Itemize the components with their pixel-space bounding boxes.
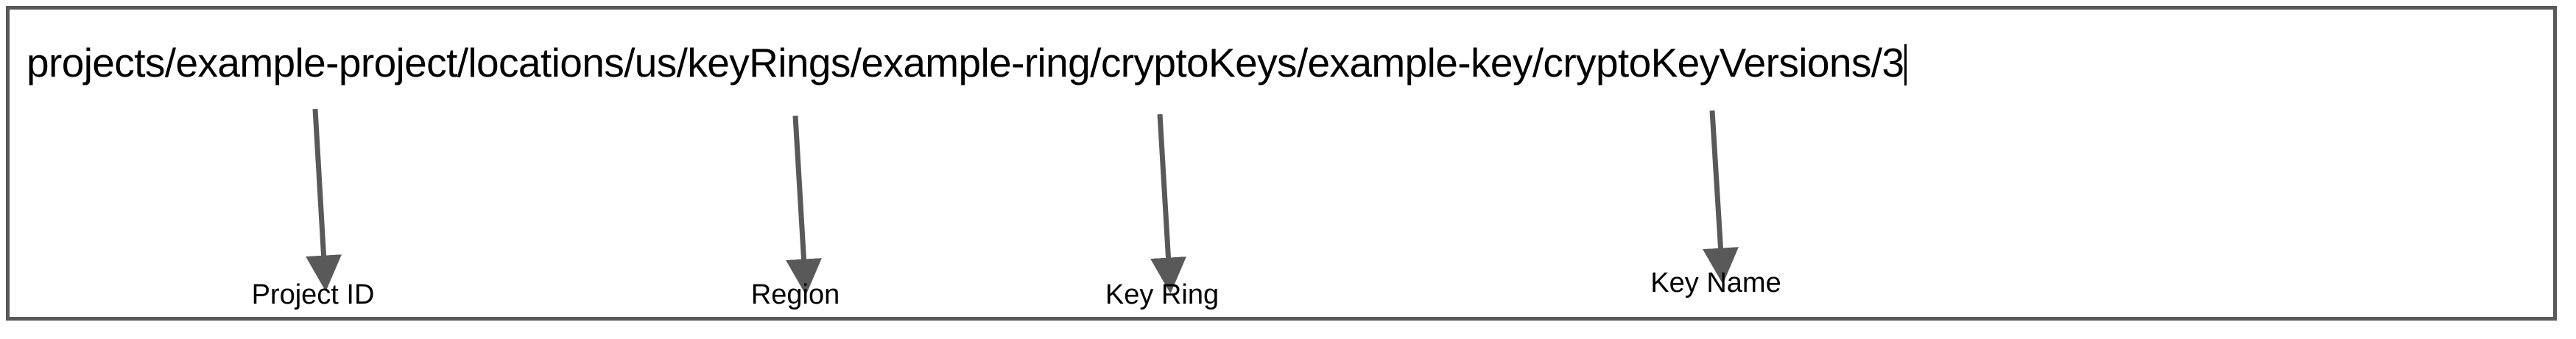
annotation-label-project-id: Project ID <box>251 279 375 310</box>
annotation-label-key-ring: Key Ring <box>1105 279 1220 310</box>
annotation-label-key-name: Key Name <box>1650 268 1781 298</box>
resource-path-text: projects/example-project/locations/us/ke… <box>27 40 1904 85</box>
text-cursor-caret <box>1904 44 1907 85</box>
resource-name-field[interactable]: projects/example-project/locations/us/ke… <box>6 6 2557 321</box>
annotation-label-region: Region <box>750 279 840 310</box>
resource-path-line[interactable]: projects/example-project/locations/us/ke… <box>27 37 2530 88</box>
